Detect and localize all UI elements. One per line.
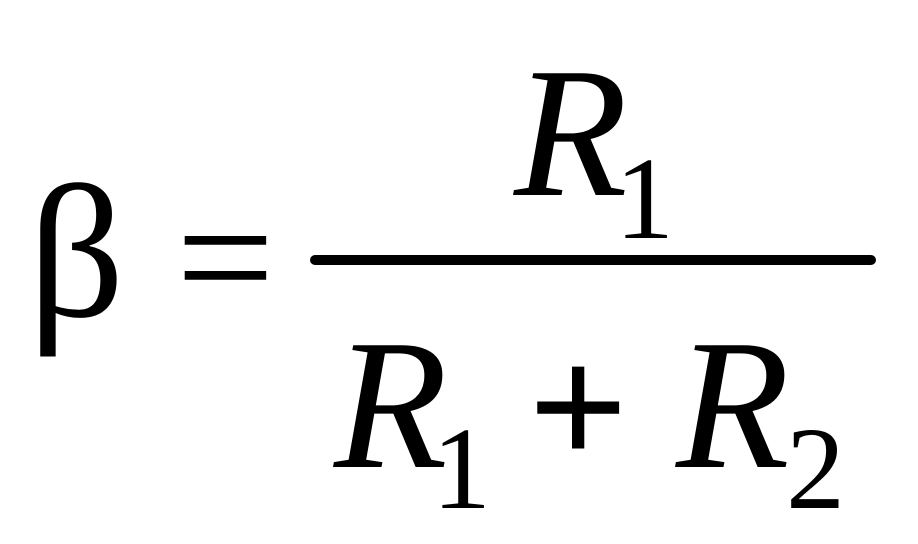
plus-sign: + (528, 310, 629, 505)
denominator-term2-subscript: 2 (786, 403, 845, 534)
denominator-term1-subscript: 1 (432, 403, 491, 534)
denominator-term2-symbol: R (676, 302, 790, 508)
numerator-symbol: R (514, 30, 628, 236)
denominator-term1-symbol: R (334, 302, 448, 508)
fraction-bar (310, 255, 876, 265)
equals-sign: = (176, 160, 275, 354)
lhs-beta: β (28, 148, 125, 358)
numerator-subscript: 1 (615, 133, 674, 264)
